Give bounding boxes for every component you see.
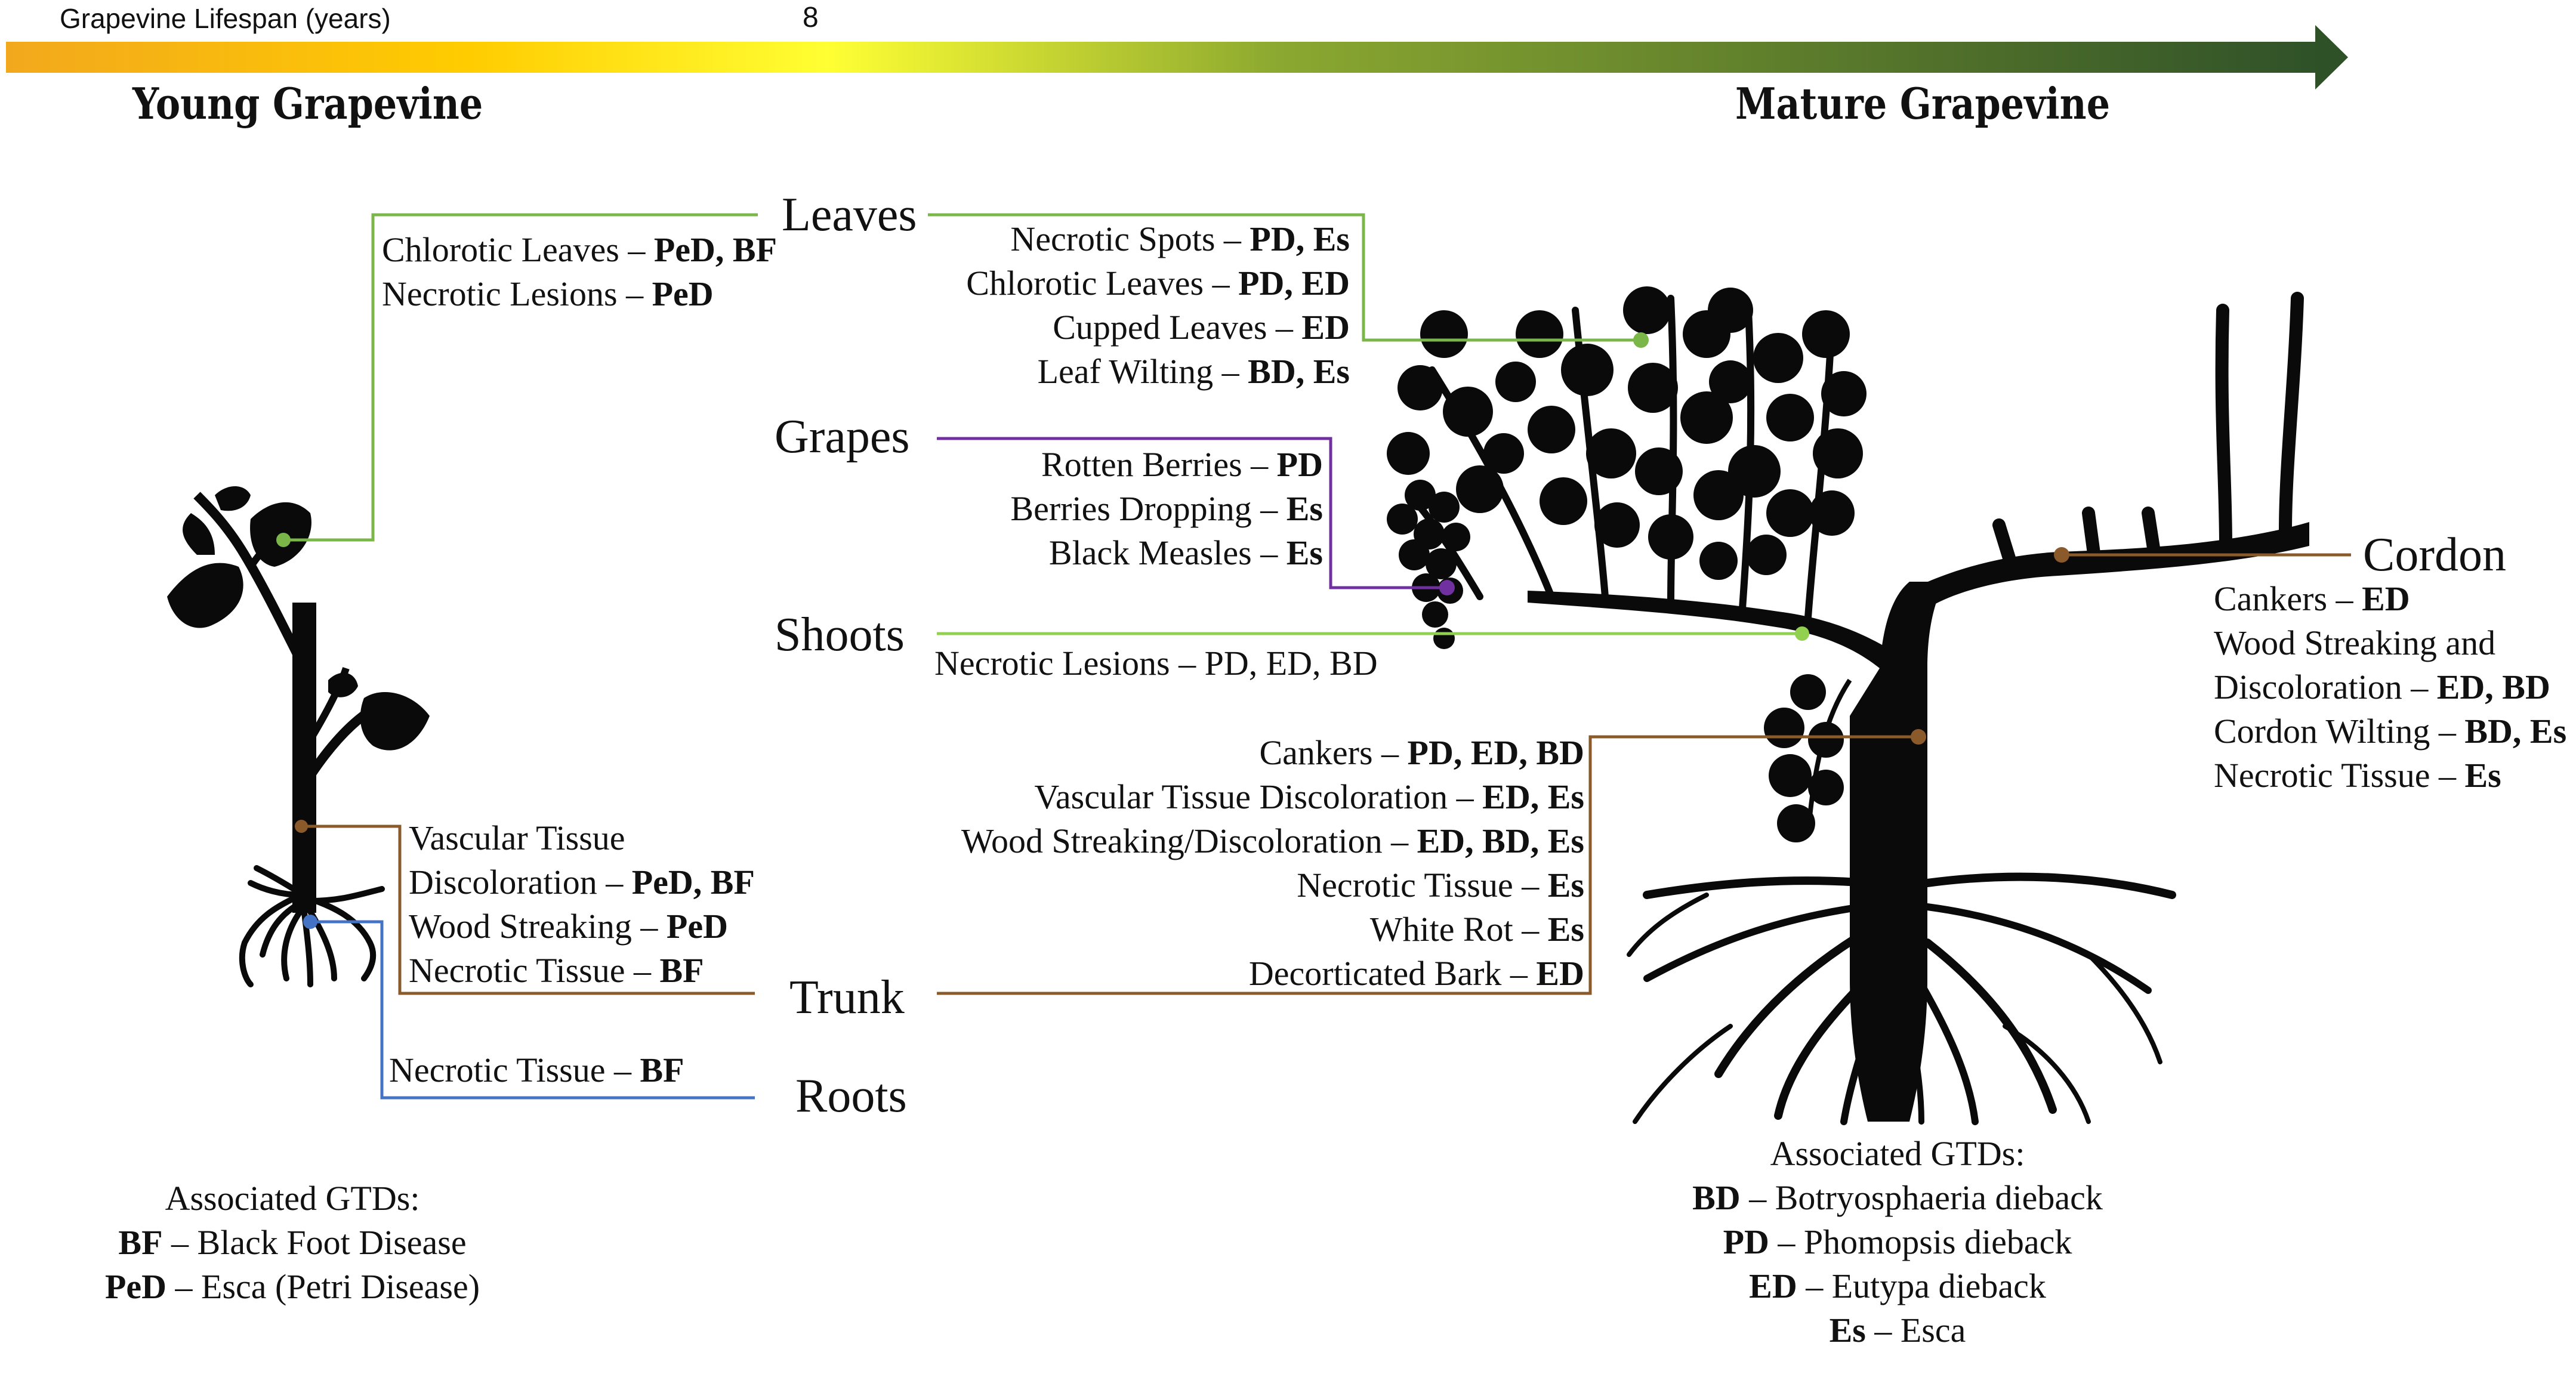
legend-item: ED – Eutypa dieback — [1749, 1267, 2046, 1305]
young-trunk-symptoms: Vascular Tissue Discoloration – PeD, BF … — [409, 821, 755, 988]
young-roots-dot — [303, 915, 317, 929]
shoots-dot — [1795, 626, 1809, 641]
young-roots-connector — [310, 920, 755, 1100]
organ-label-cordon: Cordon — [2363, 529, 2506, 581]
symptom-line: Necrotic Tissue – Es — [2214, 756, 2501, 795]
organ-label-leaves: Leaves — [782, 189, 917, 241]
symptom-line: Necrotic Lesions – PeD — [382, 274, 714, 313]
mature-gtd-legend: Associated GTDs: BD – Botryosphaeria die… — [1659, 1137, 2136, 1348]
symptom-line: Necrotic Tissue – BF — [409, 951, 704, 990]
cordon-symptoms: Cankers – ED Wood Streaking and Discolor… — [2214, 582, 2566, 793]
mature-leaves-dot — [1633, 332, 1649, 348]
young-leaves-connector — [283, 213, 758, 542]
grapes-connector — [937, 437, 1447, 589]
symptom-line: Vascular Tissue Discoloration – ED, Es — [1034, 777, 1584, 816]
lifespan-arrow — [6, 25, 2348, 89]
symptom-line: Cordon Wilting – BD, Es — [2214, 712, 2567, 751]
young-leaves-symptoms: Chlorotic Leaves – PeD, BF Necrotic Lesi… — [382, 233, 777, 311]
symptom-line: White Rot – Es — [1369, 910, 1584, 949]
symptom-line: Wood Streaking/Discoloration – ED, BD, E… — [961, 822, 1584, 860]
symptom-line: Rotten Berries – PD — [1041, 445, 1323, 484]
organ-label-grapes: Grapes — [775, 410, 910, 463]
symptom-line: Vascular Tissue — [409, 819, 625, 857]
mature-grapevine-silhouette — [1387, 286, 2309, 1125]
young-trunk-dot — [295, 820, 308, 833]
legend-item: Es – Esca — [1829, 1311, 1966, 1350]
symptom-line: Cankers – PD, ED, BD — [1259, 733, 1584, 772]
symptom-line: Wood Streaking – PeD — [409, 907, 728, 946]
mature-trunk-dot — [1911, 729, 1926, 745]
grapes-dot — [1439, 580, 1455, 595]
organ-label-trunk: Trunk — [789, 971, 905, 1024]
symptom-line: Necrotic Tissue – Es — [1297, 866, 1584, 904]
symptom-line: Necrotic Tissue – BF — [389, 1051, 684, 1089]
lifespan-label: Grapevine Lifespan (years) — [60, 3, 391, 34]
legend-item: PeD – Esca (Petri Disease) — [104, 1267, 480, 1306]
mature-grapevine-title: Mature Grapevine — [1735, 78, 2111, 129]
mature-leaves-connector — [928, 213, 1641, 342]
legend-item: BF – Black Foot Disease — [118, 1223, 467, 1262]
connector-lines — [283, 213, 2351, 1100]
legend-heading: Associated GTDs: — [1770, 1134, 2025, 1173]
symptom-line: Discoloration – ED, BD — [2214, 668, 2550, 706]
legend-item: BD – Botryosphaeria dieback — [1692, 1178, 2103, 1217]
symptom-line: Necrotic Lesions – PD, ED, BD — [934, 644, 1378, 683]
young-grapevine-silhouette — [167, 486, 430, 987]
symptom-line: Decorticated Bark – ED — [1248, 954, 1584, 993]
young-leaves-dot — [276, 533, 291, 547]
legend-heading: Associated GTDs: — [165, 1179, 420, 1218]
symptom-line: Black Measles – Es — [1048, 533, 1323, 572]
symptom-line: Leaf Wilting – BD, Es — [1037, 352, 1350, 391]
young-gtd-legend: Associated GTDs: BF – Black Foot Disease… — [84, 1181, 501, 1304]
shoots-symptoms: Necrotic Lesions – PD, ED, BD — [934, 646, 1378, 681]
mature-leaves-symptoms: Necrotic Spots – PD, Es Chlorotic Leaves… — [966, 222, 1350, 389]
symptom-line: Chlorotic Leaves – PD, ED — [966, 264, 1350, 302]
organ-label-roots: Roots — [795, 1070, 907, 1122]
legend-item: PD – Phomopsis dieback — [1723, 1222, 2072, 1261]
symptom-line: Chlorotic Leaves – PeD, BF — [382, 230, 777, 269]
young-grapevine-title: Young Grapevine — [132, 78, 483, 129]
symptom-line: Cupped Leaves – ED — [1053, 308, 1350, 347]
symptom-line: Necrotic Spots – PD, Es — [1010, 220, 1350, 258]
young-roots-symptoms: Necrotic Tissue – BF — [389, 1053, 684, 1088]
mature-trunk-symptoms: Cankers – PD, ED, BD Vascular Tissue Dis… — [961, 736, 1584, 991]
symptom-line: Berries Dropping – Es — [1010, 489, 1323, 528]
mature-trunk-connector — [937, 735, 1918, 995]
lifespan-marker: 8 — [803, 2, 819, 33]
symptom-line: Wood Streaking and — [2214, 623, 2496, 662]
symptom-line: Cankers – ED — [2214, 579, 2410, 618]
symptom-line: Discoloration – PeD, BF — [409, 863, 755, 901]
grapes-symptoms: Rotten Berries – PD Berries Dropping – E… — [1010, 447, 1323, 570]
cordon-dot — [2054, 547, 2069, 563]
connector-dots — [276, 332, 2069, 929]
organ-label-shoots: Shoots — [775, 609, 905, 661]
young-trunk-connector — [301, 825, 755, 995]
